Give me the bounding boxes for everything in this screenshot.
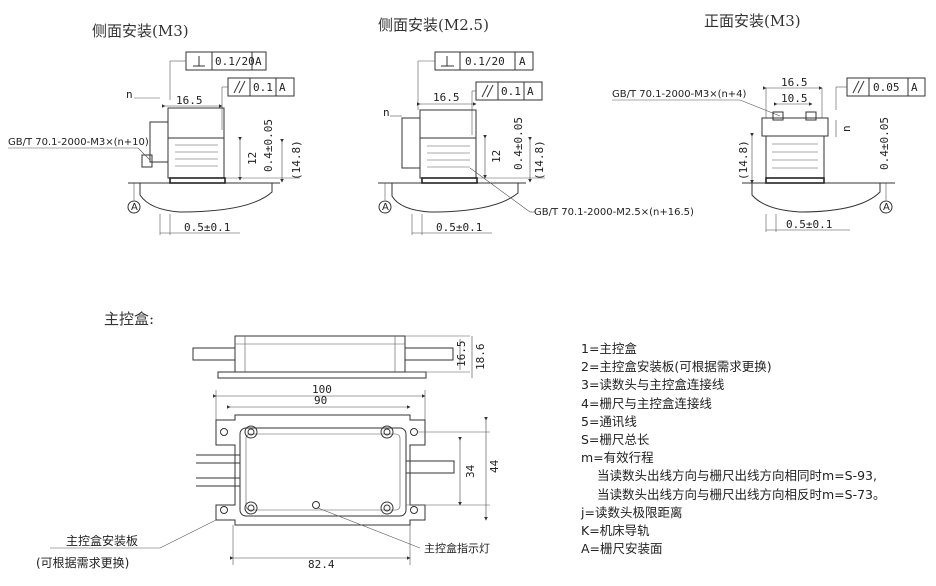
parallel-value: 0.05 <box>873 81 900 94</box>
legend-list: 1=主控盒 2=主控盒安装板(可根据需求更换) 3=读数头与主控盒连接线 4=栅… <box>581 340 886 558</box>
n-label: n <box>126 88 133 101</box>
legend-item: 2=主控盒安装板(可根据需求更换) <box>581 359 772 375</box>
datum-label: A <box>519 55 526 68</box>
height-0-4: 0.4±0.05 <box>262 119 275 172</box>
dim-44: 44 <box>488 459 501 473</box>
ear-hole <box>220 506 228 514</box>
datum-marker: A <box>883 202 890 213</box>
legend-item: 当读数头出线方向与栅尺出线方向相反时m=S-73。 <box>597 486 886 502</box>
view-title: 正面安装(M3) <box>704 12 801 30</box>
dim-18-6: 18.6 <box>474 344 487 371</box>
datum-label: A <box>911 81 918 94</box>
dim-100: 100 <box>312 383 332 396</box>
flatness-value: 0.1/20 <box>215 55 255 68</box>
ear-hole <box>410 428 418 436</box>
legend-item: m=有效行程 <box>581 450 654 466</box>
flatness-value: 0.1/20 <box>465 55 505 68</box>
datum-label: A <box>279 81 286 94</box>
legend-item: 当读数头出线方向与栅尺出线方向相同时m=S-93, <box>597 468 877 484</box>
main-box-views: 主控盒: 16.5 18.6 100 90 <box>36 310 501 571</box>
datum-label: A <box>255 55 262 68</box>
view-side-m3: 侧面安装(M3) 0.1/20 A 0.1 A n 16.5 <box>8 22 303 235</box>
box-plan-view: 100 90 <box>36 383 501 571</box>
parallel-frame: 0.1 A <box>221 77 295 130</box>
flatness-frame: 0.1/20 A <box>169 51 267 100</box>
parallel-frame: 0.1 A <box>471 81 543 135</box>
plate-note: (可根据需求更换) <box>36 556 129 570</box>
indicator-light <box>312 501 320 509</box>
height-12: 12 <box>246 152 259 165</box>
corner-screw <box>380 425 394 439</box>
height-14-8: (14.8) <box>737 140 750 180</box>
legend-item: 1=主控盒 <box>581 341 637 356</box>
datum-label: A <box>527 85 534 98</box>
legend-item: 4=栅尺与主控盒连接线 <box>581 395 712 411</box>
screw-callout: GB/T 70.1-2000-M3×(n+10) <box>8 137 149 148</box>
view-side-m2-5: 侧面安装(M2.5) 0.1/20 A 0.1 A n 16.5 <box>378 16 694 235</box>
legend-item: S=栅尺总长 <box>581 432 650 448</box>
screw-callout: GB/T 70.1-2000-M3×(n+4) <box>612 89 747 100</box>
parallel-value: 0.1 <box>253 81 273 94</box>
height-0-4: 0.4±0.05 <box>512 117 525 170</box>
width-16-5: 16.5 <box>781 76 808 89</box>
datum-marker: A <box>131 202 138 213</box>
ear-hole <box>220 428 228 436</box>
legend-item: 3=读数头与主控盒连接线 <box>581 377 725 393</box>
dim-82-4: 82.4 <box>308 558 335 571</box>
n-label: n <box>840 125 853 132</box>
corner-screw <box>244 501 258 515</box>
view-title: 侧面安装(M3) <box>92 22 189 40</box>
datum-marker: A <box>382 202 389 213</box>
plate-label: 主控盒安装板 <box>66 533 138 548</box>
corner-screw <box>244 425 258 439</box>
dim-34: 34 <box>464 464 477 478</box>
width-10-5: 10.5 <box>781 92 808 105</box>
parallel-value: 0.1 <box>501 85 521 98</box>
view-front-m3: 正面安装(M3) 0.05 A GB/T 70.1-2000-M3×(n+4) … <box>612 12 926 232</box>
height-14-8: (14.8) <box>290 140 303 180</box>
n-label: n <box>383 106 390 119</box>
parallel-frame: 0.05 A <box>835 77 926 110</box>
bottom-dim: 0.5±0.1 <box>436 221 482 234</box>
corner-screw <box>380 501 394 515</box>
dim-16-5: 16.5 <box>455 341 468 368</box>
dim-90: 90 <box>314 394 327 407</box>
height-12: 12 <box>490 150 503 163</box>
screw-callout: GB/T 70.1-2000-M2.5×(n+16.5) <box>534 207 694 218</box>
width-dim: 16.5 <box>433 91 460 104</box>
legend-item: j=读数头极限距离 <box>581 504 683 520</box>
height-0-4: 0.4±0.05 <box>878 117 891 170</box>
height-14-8: (14.8) <box>533 140 546 180</box>
box-side-view: 16.5 18.6 <box>192 335 487 379</box>
view-title: 侧面安装(M2.5) <box>378 16 489 34</box>
legend-item: 5=通讯线 <box>581 413 637 429</box>
flatness-frame: 0.1/20 A <box>417 51 534 110</box>
bottom-dim: 0.5±0.1 <box>786 218 832 231</box>
bottom-dim: 0.5±0.1 <box>184 221 230 234</box>
width-dim: 16.5 <box>176 94 203 107</box>
legend-item: A=栅尺安装面 <box>581 541 663 557</box>
ear-hole <box>410 506 418 514</box>
legend-item: K=机床导轨 <box>581 523 650 539</box>
main-box-title: 主控盒: <box>104 310 154 328</box>
indicator-label: 主控盒指示灯 <box>424 541 490 555</box>
